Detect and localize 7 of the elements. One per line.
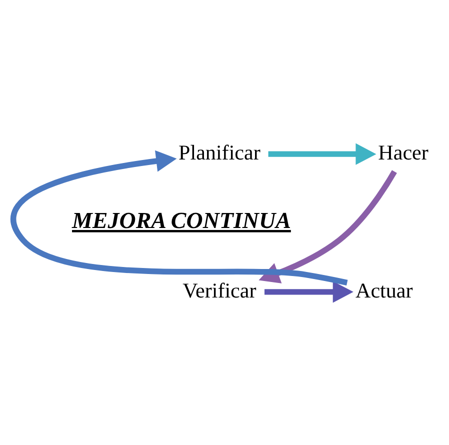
node-text: Hacer [378,140,428,164]
arrow [264,280,354,302]
arrow [268,142,376,164]
node-text: Actuar [356,278,413,302]
node-text: Verificar [182,278,256,302]
label: MEJORA CONTINUA [72,207,291,232]
node-text: Planificar [178,140,260,164]
